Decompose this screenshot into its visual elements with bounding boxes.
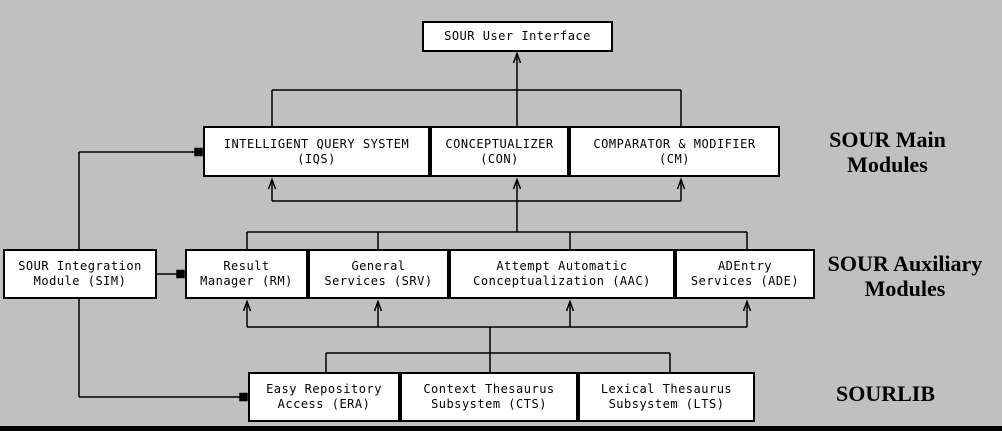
box-label: Lexical Thesaurus xyxy=(600,382,733,396)
result-manager-box: Result Manager (RM) xyxy=(185,249,308,299)
comparator-modifier-box: COMPARATOR & MODIFIER (CM) xyxy=(569,126,780,177)
box-acronym: (CON) xyxy=(480,151,519,166)
box-acronym: (IQS) xyxy=(297,151,336,166)
box-label: Manager (RM) xyxy=(200,274,293,288)
lexical-thesaurus-subsystem-box: Lexical Thesaurus Subsystem (LTS) xyxy=(578,372,755,422)
aux-to-main-connector xyxy=(246,177,748,249)
attempt-automatic-conceptualization-box: Attempt Automatic Conceptualization (AAC… xyxy=(449,249,675,299)
context-thesaurus-subsystem-box: Context Thesaurus Subsystem (CTS) xyxy=(400,372,578,422)
arrow-up-icon xyxy=(676,177,686,190)
box-label: Context Thesaurus xyxy=(423,382,555,396)
box-label: Access (ERA) xyxy=(277,397,371,411)
sour-user-interface-box: SOUR User Interface xyxy=(422,21,613,52)
box-label: Result xyxy=(223,259,270,273)
box-acronym: (CM) xyxy=(659,151,690,166)
arrow-up-icon xyxy=(742,299,752,312)
sourlib-to-aux-connector xyxy=(242,299,752,372)
arrow-up-icon xyxy=(242,299,252,312)
easy-repository-access-box: Easy Repository Access (ERA) xyxy=(248,372,400,422)
arrow-up-icon xyxy=(373,299,383,312)
sour-main-modules-label: SOUR Main Modules xyxy=(829,127,946,177)
conceptualizer-box: CONCEPTUALIZER (CON) xyxy=(430,126,569,177)
arrow-up-icon xyxy=(512,51,522,64)
box-label: SOUR Integration xyxy=(18,259,142,273)
box-label: Easy Repository xyxy=(266,382,382,396)
box-label: Module (SIM) xyxy=(33,274,127,288)
sour-integration-module-box: SOUR Integration Module (SIM) xyxy=(3,249,157,299)
sourlib-label: SOURLIB xyxy=(835,381,936,406)
box-label: INTELLIGENT QUERY SYSTEM xyxy=(223,136,410,151)
bottom-border-bar xyxy=(0,426,1002,431)
arrow-right-icon xyxy=(176,269,185,279)
box-label: ADEntry xyxy=(717,259,773,273)
adentry-services-box: ADEntry Services (ADE) xyxy=(675,249,815,299)
box-label: Subsystem (CTS) xyxy=(431,397,547,411)
arrow-right-icon xyxy=(194,147,203,157)
box-label: Attempt Automatic xyxy=(496,259,628,273)
general-services-box: General Services (SRV) xyxy=(308,249,449,299)
ui-to-main-connector xyxy=(271,51,682,126)
sour-auxiliary-modules-label: SOUR Auxiliary Modules xyxy=(827,251,983,301)
box-label: General xyxy=(351,259,406,273)
box-label: Services (ADE) xyxy=(690,274,800,288)
sim-connector xyxy=(78,147,248,402)
box-label: Subsystem (LTS) xyxy=(608,397,725,411)
box-label: CONCEPTUALIZER xyxy=(445,136,554,151)
box-label: SOUR User Interface xyxy=(444,29,591,43)
arrow-right-icon xyxy=(239,392,248,402)
box-label: Services (SRV) xyxy=(324,274,433,288)
arrow-up-icon xyxy=(565,299,575,312)
box-label: COMPARATOR & MODIFIER xyxy=(593,136,756,151)
arrow-up-icon xyxy=(267,177,277,190)
box-label: Conceptualization (AAC) xyxy=(473,274,651,288)
intelligent-query-system-box: INTELLIGENT QUERY SYSTEM (IQS) xyxy=(203,126,430,177)
arrow-up-icon xyxy=(512,177,522,190)
